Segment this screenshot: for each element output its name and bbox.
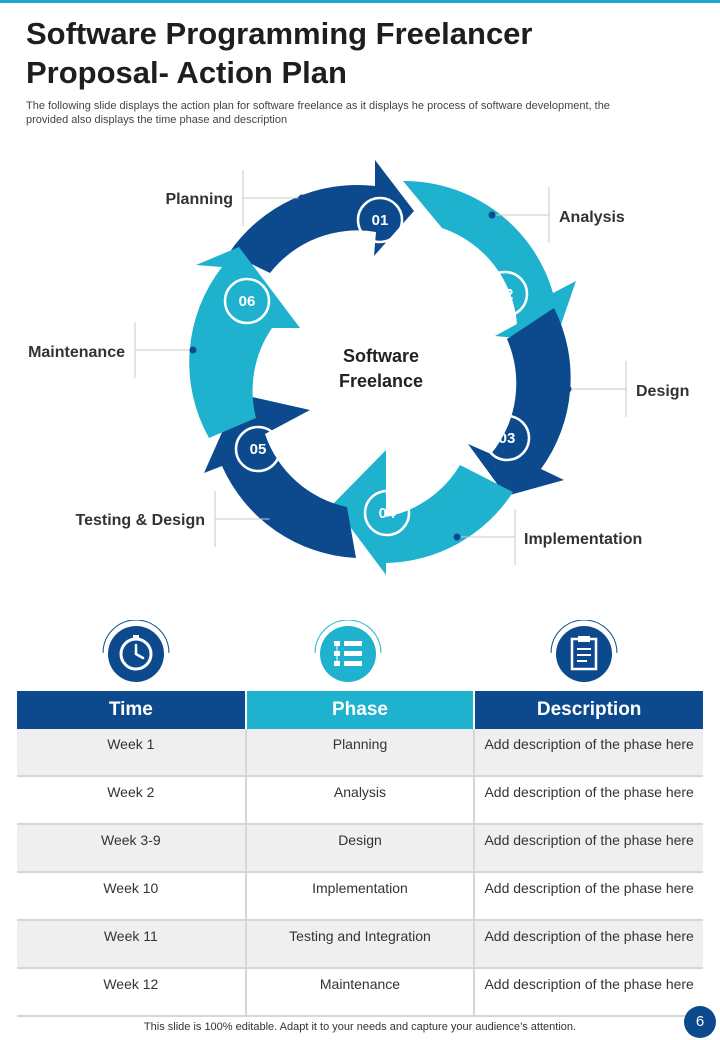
cell-phase: Planning [245,729,476,777]
cell-phase: Analysis [245,776,476,825]
cell-time: Week 3-9 [17,824,247,873]
clipboard-icon [550,620,618,682]
leader-dot-implementation [453,533,461,541]
cell-description: Add description of the phase here [474,776,703,825]
step-number-04: 04 [379,505,396,522]
step-label-planning: Planning [165,191,233,208]
table-row: Week 2 Analysis Add description of the p… [17,776,703,825]
center-label-line-1: Software [343,346,419,366]
step-ring-05 [234,425,282,473]
cell-description: Add description of the phase here [474,729,703,777]
cycle-arrow-04 [333,450,513,575]
step-ring-01 [356,196,404,244]
step-number-06: 06 [239,293,256,310]
step-number-02: 02 [497,286,514,303]
footer-note: This slide is 100% editable. Adapt it to… [143,1021,577,1033]
leader-dot-analysis [488,211,496,219]
clock-icon [102,620,170,682]
step-ring-03 [483,414,531,462]
cell-description: Add description of the phase here [474,920,703,969]
column-header-description: Description [474,691,703,729]
table-row: Week 10 Implementation Add description o… [17,872,703,921]
process-list-icon [314,620,382,682]
step-label-maintenance: Maintenance [28,344,125,361]
table-header-row: Time Phase Description [17,691,703,729]
leader-dot-design [564,385,572,393]
cell-time: Week 12 [17,968,247,1017]
leader-dot-planning [298,194,306,202]
cycle-arrow-06 [189,247,300,438]
cell-phase: Implementation [245,872,476,921]
cell-description: Add description of the phase here [474,824,703,873]
table-header-icons [102,620,618,682]
cell-time: Week 10 [17,872,247,921]
step-ring-02 [481,270,529,318]
title-line-2: Proposal- Action Plan [26,55,347,90]
table-row: Week 11 Testing and Integration Add desc… [17,920,703,969]
step-number-05: 05 [250,441,267,458]
page-number-badge: 6 [684,1006,716,1038]
cell-time: Week 11 [17,920,247,969]
step-label-implementation: Implementation [524,531,642,548]
table-row: Week 1 Planning Add description of the p… [17,729,703,777]
page-subtitle: The following slide displays the action … [26,99,686,127]
table-row: Week 3-9 Design Add description of the p… [17,824,703,873]
step-label-analysis: Analysis [559,209,625,226]
cycle-arrow-03 [468,308,571,496]
cell-phase: Design [245,824,476,873]
cell-description: Add description of the phase here [474,872,703,921]
step-number-01: 01 [372,212,389,229]
subtitle-line-1: The following slide displays the action … [26,100,610,112]
top-accent-bar [0,0,720,3]
step-label-design: Design [636,383,689,400]
column-header-time: Time [17,691,247,729]
step-number-03: 03 [499,430,516,447]
page-title: Software Programming Freelancer Proposal… [26,14,686,92]
cell-time: Week 2 [17,776,247,825]
step-label-testing: Testing & Design [76,512,206,529]
cell-description: Add description of the phase here [474,968,703,1017]
title-line-1: Software Programming Freelancer [26,16,533,51]
column-header-phase: Phase [245,691,476,729]
cell-phase: Maintenance [245,968,476,1017]
subtitle-line-2: provided also displays the time phase an… [26,114,288,126]
leader-dot-maintenance [189,346,197,354]
cycle-arrow-02 [403,180,576,342]
action-plan-table: Time Phase Description Week 1 Planning A… [17,691,703,1017]
action-plan-cycle-diagram: 01 02 03 04 05 06 Software Freelance Pla… [28,160,689,575]
cell-time: Week 1 [17,729,247,777]
cycle-arrow-01 [229,160,414,273]
center-label-line-2: Freelance [339,371,423,391]
leader-dot-testing [269,515,277,523]
cell-phase: Testing and Integration [245,920,476,969]
step-ring-04 [363,489,411,537]
step-ring-06 [223,277,271,325]
table-row: Week 12 Maintenance Add description of t… [17,968,703,1017]
